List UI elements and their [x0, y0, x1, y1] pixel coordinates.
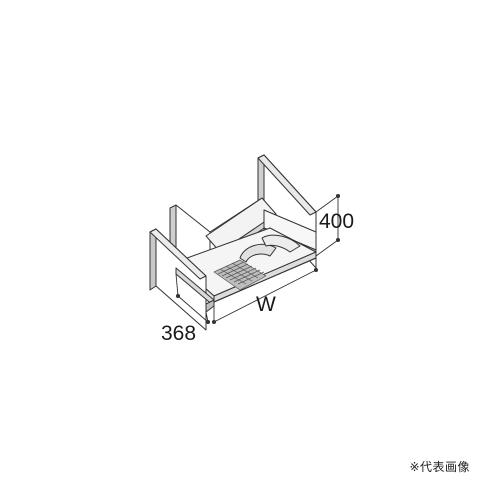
left-panel — [149, 228, 207, 331]
depth-label: 368 — [161, 322, 196, 345]
trap-cover — [239, 234, 301, 263]
width-dimension-line — [211, 258, 319, 325]
height-dimension-line — [315, 193, 341, 257]
drain-grid — [213, 259, 267, 291]
depth-dimension-line — [175, 273, 211, 325]
front-edge — [213, 257, 317, 303]
width-label: W — [256, 293, 276, 316]
representative-image-note: ※代表画像 — [409, 460, 470, 474]
height-label: 400 — [319, 210, 354, 233]
